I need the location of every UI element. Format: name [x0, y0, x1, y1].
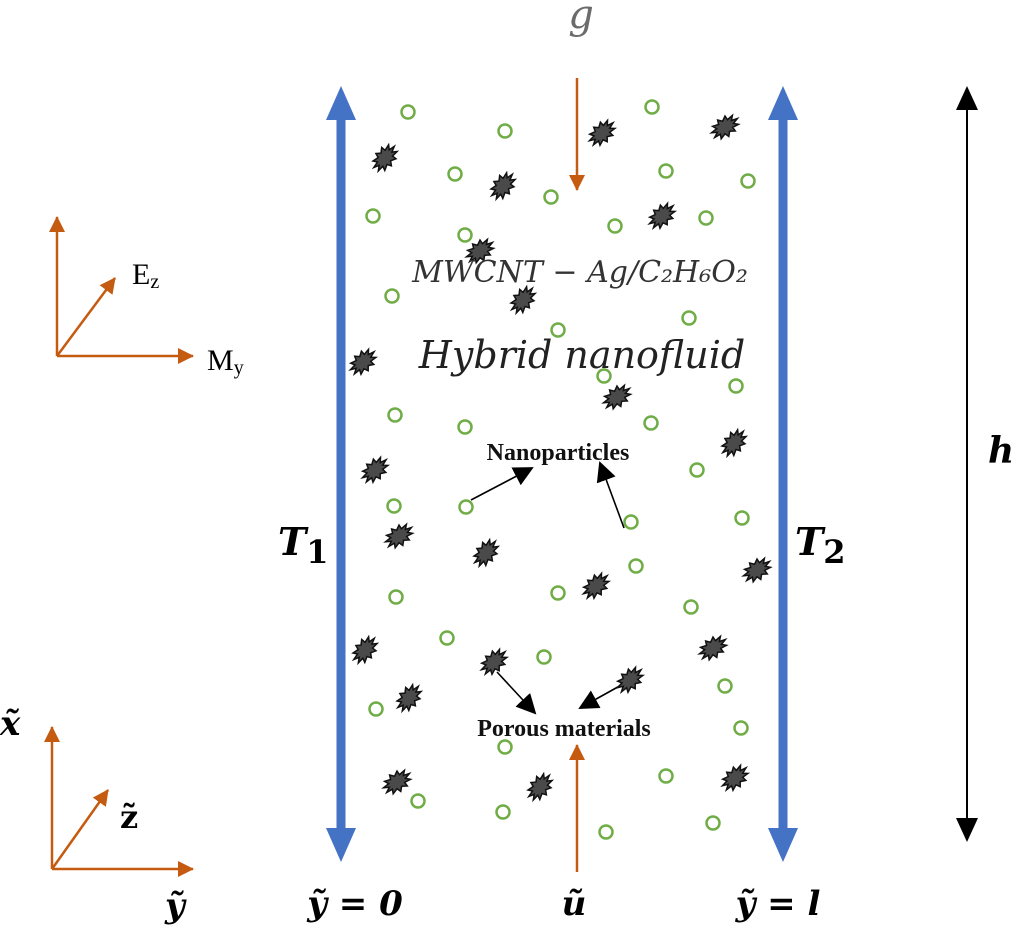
nanoparticle-circle — [643, 415, 659, 431]
my-label: My — [207, 344, 244, 379]
porous-particle — [741, 556, 773, 584]
nanoparticle-circle — [740, 173, 756, 189]
porous-particle — [360, 455, 391, 485]
nanoparticle-pointers — [470, 461, 625, 529]
fluid-name-label: MWCNT − Ag/C₂H₆O₂ — [411, 255, 748, 290]
porous-particle — [472, 537, 501, 569]
nanoparticle-circle — [497, 739, 513, 755]
nanoparticle-circle — [734, 510, 750, 526]
t1-label: T1 — [278, 519, 329, 571]
porous-pointers — [496, 671, 626, 715]
z-axis-label: z̃ — [120, 798, 138, 836]
nanoparticle-circle — [607, 218, 623, 234]
porous-particle — [581, 571, 612, 601]
porous-particle — [587, 118, 618, 148]
nanoparticle-circle — [717, 678, 733, 694]
y-axis-label: ỹ — [164, 886, 187, 926]
nanoparticle-circle — [683, 599, 699, 615]
porous-particle — [709, 113, 741, 141]
height-arrow — [956, 86, 978, 842]
porous-particle — [395, 682, 424, 714]
nanoparticle-circle — [384, 288, 400, 304]
porous-particle — [371, 142, 400, 174]
nanoparticle-circle — [698, 210, 714, 226]
porous-particle — [348, 347, 379, 377]
nanoparticle-circle — [681, 310, 697, 326]
left-wall-arrow — [326, 86, 356, 862]
nanoparticle-circle — [447, 166, 463, 182]
y-zero-label: ỹ = 0 — [306, 884, 403, 924]
nanoparticle-circle — [733, 720, 749, 736]
nanoparticle-circle — [457, 227, 473, 243]
porous-particle — [351, 634, 380, 666]
coordinate-axes — [44, 726, 194, 877]
fluid-type-label: Hybrid nanofluid — [418, 333, 745, 377]
t2-label: T2 — [795, 519, 846, 571]
nanoparticle-circle — [457, 419, 473, 435]
right-wall-arrow — [768, 86, 798, 862]
nanoparticle-circle — [497, 123, 513, 139]
nanoparticle-circle — [458, 499, 474, 515]
nanoparticle-circle — [368, 701, 384, 717]
nanoparticle-circle — [705, 815, 721, 831]
porous-particle — [489, 170, 518, 202]
nanoparticle-circle — [387, 407, 403, 423]
nanoparticle-circle — [439, 630, 455, 646]
gravity-label: g — [568, 0, 594, 38]
porous-particle — [381, 768, 413, 796]
nanoparticle-circles — [365, 99, 756, 840]
nanoparticle-circle — [365, 208, 381, 224]
porous-particle — [464, 237, 496, 265]
nanoparticle-circle — [728, 378, 744, 394]
porous-particle — [479, 647, 510, 677]
nanoparticle-circle — [550, 322, 566, 338]
nanoparticle-circle — [536, 649, 552, 665]
porous-particle — [697, 634, 729, 662]
nanoparticle-circle — [550, 585, 566, 601]
field-axes — [49, 216, 194, 364]
velocity-label: ũ — [562, 884, 587, 924]
porous-particle — [383, 522, 415, 550]
nanoparticle-circle — [386, 498, 402, 514]
nanoparticle-circle — [658, 163, 674, 179]
y-l-label: ỹ = l — [735, 884, 821, 924]
porous-particle — [601, 383, 633, 411]
nanoparticle-circle — [495, 804, 511, 820]
nanoparticle-circle — [623, 514, 639, 530]
nanoparticle-circle — [543, 189, 559, 205]
nanoparticle-circle — [388, 589, 404, 605]
porous-particle — [526, 771, 555, 803]
porous-particle — [647, 201, 678, 231]
nanoparticle-circle — [644, 99, 660, 115]
nanoparticle-circle — [689, 462, 705, 478]
nanoparticle-circle — [598, 824, 614, 840]
porous-particle — [509, 284, 538, 316]
nanoparticle-circle — [628, 558, 644, 574]
porous-particle — [720, 763, 751, 793]
nanoparticle-circle — [400, 104, 416, 120]
ez-label: Ez — [132, 258, 159, 293]
nanoparticle-circle — [596, 368, 612, 384]
porous-particle — [615, 665, 646, 695]
porous-particles — [348, 113, 773, 803]
height-label: h — [988, 430, 1014, 472]
x-axis-label: x̃ — [0, 704, 21, 744]
nanoparticles-label: Nanoparticles — [487, 440, 630, 466]
nanoparticle-circle — [658, 768, 674, 784]
porous-materials-label: Porous materials — [477, 716, 651, 742]
porous-particle — [720, 427, 749, 459]
nanoparticle-circle — [410, 793, 426, 809]
